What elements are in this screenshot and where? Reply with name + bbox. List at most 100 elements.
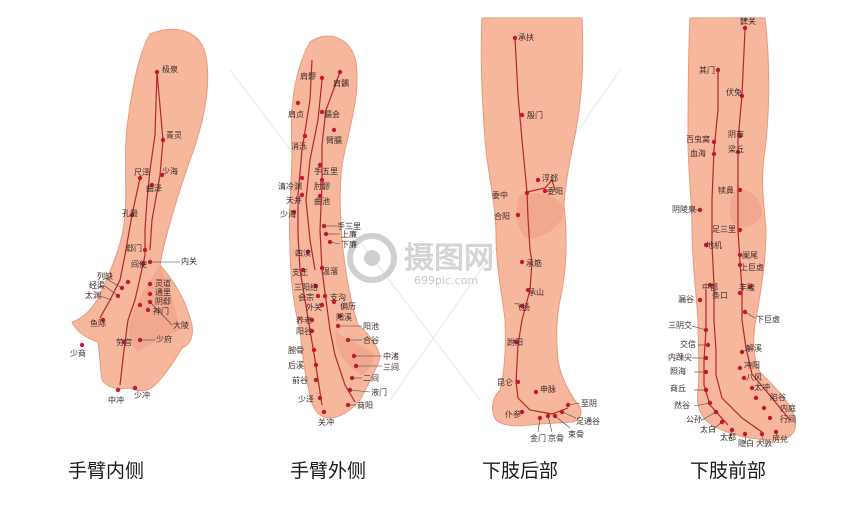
acupoint-marker bbox=[749, 385, 755, 391]
acupoint-label: 肩髎 bbox=[300, 71, 316, 81]
acupoint-marker bbox=[121, 339, 127, 345]
acupoint-label: 至阴 bbox=[581, 399, 597, 408]
acupoint-label: 曲泽 bbox=[146, 183, 162, 193]
acupoint-marker bbox=[309, 328, 315, 334]
leg-front-leaders bbox=[690, 209, 779, 445]
caption-arm-inner: 手臂内侧 bbox=[68, 460, 144, 482]
acupoint-label: 地机 bbox=[706, 240, 722, 250]
acupoint-marker bbox=[513, 339, 519, 345]
leader-line bbox=[691, 325, 707, 331]
acupoint-label: 少商 bbox=[70, 348, 86, 358]
acupoint-marker bbox=[735, 149, 741, 155]
acupoint-label: 阴市 bbox=[728, 129, 744, 139]
acupoint-label: 血海 bbox=[690, 148, 706, 158]
acupoint-label: 三阴交 bbox=[668, 320, 692, 330]
acupoint-label: 下廉 bbox=[341, 239, 357, 249]
acupoint-label: 肩贞 bbox=[288, 109, 304, 119]
acupoint-label: 阳池 bbox=[363, 321, 379, 331]
arm-inner-silhouette bbox=[71, 28, 209, 392]
acupoint-marker bbox=[321, 409, 327, 415]
meridian-line bbox=[305, 79, 323, 271]
acupoint-label: 漏谷 bbox=[678, 294, 694, 304]
acupoint-label: 郄门 bbox=[126, 243, 142, 253]
acupoint-label: 然谷 bbox=[674, 400, 690, 410]
acupoint-label: 昆仑 bbox=[497, 377, 513, 387]
acupoint-label: 合阳 bbox=[494, 211, 510, 221]
camera-logo-icon bbox=[347, 233, 397, 283]
leader-line bbox=[104, 277, 123, 289]
acupoint-marker bbox=[747, 284, 753, 290]
acupoint-marker bbox=[291, 209, 297, 215]
acupoint-label: 臑会 bbox=[324, 109, 340, 119]
arm-outer-labels: 肩髎 肩髃 臑会 肩贞 臂臑 消泺 手五里 清冷渊 肘髎 天井 曲池 少海 手三… bbox=[278, 71, 399, 427]
acupoint-label: 支沟 bbox=[330, 292, 346, 302]
acupoint-label: 消泺 bbox=[291, 141, 307, 151]
acupoint-label: 温溜 bbox=[322, 266, 338, 276]
acupoint-label: 上巨虚 bbox=[740, 262, 764, 272]
acupoint-label: 委阳 bbox=[547, 186, 563, 196]
acupoint-label: 其门 bbox=[699, 65, 715, 75]
acupoint-marker bbox=[311, 347, 317, 353]
acupoint-label: 仆参 bbox=[505, 409, 521, 419]
leader-line bbox=[554, 415, 571, 429]
acupoint-label: 金门 bbox=[530, 433, 546, 443]
acupoint-label: 手五里 bbox=[314, 166, 338, 176]
acupoint-label: 承山 bbox=[528, 287, 544, 297]
leader-line bbox=[149, 301, 173, 326]
acupoint-label: 三间 bbox=[383, 363, 399, 372]
acupoint-marker bbox=[737, 290, 743, 296]
acupoint-label: 孔最 bbox=[122, 209, 138, 218]
acupoint-label: 灵道 bbox=[155, 278, 171, 288]
acupoint-marker bbox=[753, 395, 759, 401]
acupoint-label: 通里 bbox=[155, 287, 171, 297]
acupoint-label: 少冲 bbox=[134, 390, 150, 400]
leader-line bbox=[775, 431, 779, 441]
acupoint-marker bbox=[524, 190, 530, 196]
acupoint-label: 阴陵泉 bbox=[672, 204, 696, 214]
acupoint-label: 阳谷 bbox=[296, 327, 312, 336]
leader-line bbox=[693, 402, 711, 407]
acupoint-marker bbox=[319, 109, 325, 115]
acupoint-marker bbox=[319, 75, 325, 81]
acupoint-label: 少府 bbox=[156, 334, 172, 344]
acupoint-marker bbox=[519, 303, 525, 309]
acupoint-marker bbox=[515, 212, 521, 218]
acupoint-label: 商阳 bbox=[357, 400, 373, 410]
acupoint-label: 三阳络 bbox=[294, 282, 318, 292]
acupoint-marker bbox=[322, 293, 328, 299]
leader-line bbox=[744, 433, 747, 445]
acupoint-label: 阑尾 bbox=[742, 250, 758, 260]
acupoint-label: 关冲 bbox=[318, 417, 334, 427]
acupoint-label: 内关 bbox=[181, 256, 197, 266]
acupoint-label: 劳宫 bbox=[116, 337, 132, 347]
acupoint-label: 合谷 bbox=[363, 335, 379, 345]
acupoint-label: 伏兔 bbox=[726, 87, 742, 97]
acupoint-label: 条口 bbox=[712, 290, 728, 300]
acupoint-marker bbox=[79, 342, 85, 348]
acupoint-label: 少海 bbox=[162, 166, 178, 176]
acupoint-label: 列缺 bbox=[97, 271, 113, 281]
acupoint-label: 少泽 bbox=[298, 395, 314, 404]
acupoint-label: 中冲 bbox=[108, 395, 124, 405]
meridian-line bbox=[297, 59, 323, 406]
acupoint-marker bbox=[142, 247, 148, 253]
acupoint-label: 浮郄 bbox=[542, 173, 558, 183]
leader-line bbox=[567, 402, 581, 406]
acupoint-marker bbox=[737, 187, 743, 193]
acupoint-label: 神门 bbox=[153, 306, 169, 316]
arm-outer-points bbox=[291, 69, 359, 415]
acupoint-marker bbox=[137, 302, 143, 308]
leg-back-labels: 承扶 殷门 浮郄 委阳 委中 合阳 承筋 承山 飞扬 跗阳 昆仑 申脉 仆参 至… bbox=[492, 32, 600, 443]
acupoint-label: 间使 bbox=[131, 259, 147, 269]
acupoint-marker bbox=[295, 100, 301, 106]
acupoint-label: 大敦 bbox=[756, 438, 772, 448]
acupoint-label: 丰隆 bbox=[739, 282, 755, 292]
acupoint-label: 二间 bbox=[363, 374, 379, 383]
acupoint-label: 曲池 bbox=[314, 196, 330, 206]
acupoint-marker bbox=[100, 317, 106, 323]
acupoint-marker bbox=[145, 307, 151, 313]
arm-inner-labels: 极泉 青灵 少海 尺泽 曲泽 孔最 郄门 间使 内关 列缺 经渠 太渊 灵道 通… bbox=[70, 64, 197, 405]
acupoint-marker bbox=[313, 283, 319, 289]
leg-front-labels: 髀关 其门 伏兔 百虫窝 阴市 血海 梁丘 犊鼻 阴陵泉 足三里 地机 阑尾 上… bbox=[668, 16, 796, 448]
acupoint-marker bbox=[317, 395, 323, 401]
